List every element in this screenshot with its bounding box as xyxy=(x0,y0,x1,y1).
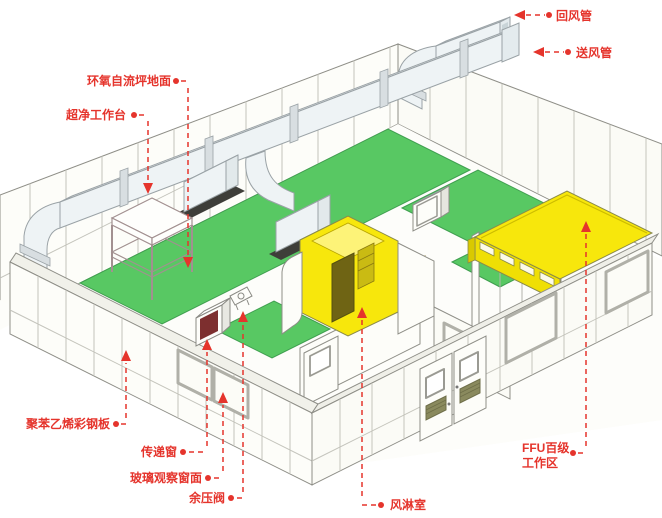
wall-pass-box xyxy=(412,185,450,232)
label-epoxy-floor-text: 环氧自流坪地面 xyxy=(87,73,171,88)
label-supply-duct-text: 送风管 xyxy=(575,45,612,60)
label-glass-window: 玻璃观察窗面 xyxy=(130,392,228,485)
observation-window-1 xyxy=(176,348,214,402)
front-window-far-right xyxy=(604,249,650,315)
label-ffu-area-line1: FFU百级 xyxy=(522,440,569,455)
air-shower-inner-door xyxy=(331,252,355,323)
air-shower-room xyxy=(281,215,435,337)
leader-dot xyxy=(546,12,552,18)
arrow-left-icon xyxy=(514,10,525,20)
front-window-large xyxy=(504,291,558,365)
leader-dot xyxy=(180,449,186,455)
label-pass-window-text: 传递窗 xyxy=(140,444,177,459)
label-air-shower-text: 风淋室 xyxy=(390,497,426,512)
door-louver-left xyxy=(425,395,447,421)
label-air-shower: 风淋室 xyxy=(357,307,426,512)
clean-bench xyxy=(110,197,194,300)
double-door xyxy=(419,335,487,442)
epoxy-floor-green-main xyxy=(78,128,472,325)
label-epoxy-floor: 环氧自流坪地面 xyxy=(87,73,193,268)
label-supply-duct: 送风管 xyxy=(533,45,612,60)
label-clean-bench: 超净工作台 xyxy=(65,107,153,194)
leader-dot xyxy=(378,502,384,508)
label-pressure-valve-text: 余压阀 xyxy=(188,490,225,505)
arrow-down-icon xyxy=(143,183,153,194)
label-pass-window: 传递窗 xyxy=(140,339,212,459)
label-ffu-area: FFU百级 工作区 xyxy=(522,221,591,470)
ffu-ceiling xyxy=(473,190,654,280)
duct-branch-and-diffusers xyxy=(177,150,337,260)
arrow-up-icon xyxy=(581,221,591,232)
front-right-wall xyxy=(310,232,660,486)
label-glass-window-text: 玻璃观察窗面 xyxy=(130,470,202,485)
observation-window-2 xyxy=(212,366,250,420)
leader-dot xyxy=(570,450,576,456)
door-louver-right xyxy=(459,378,481,404)
interior-partition-door-wall xyxy=(299,287,421,407)
front-left-wall xyxy=(9,252,319,486)
door-leaf-right xyxy=(453,335,487,425)
leader-dot xyxy=(565,49,571,55)
leader-dot xyxy=(205,475,211,481)
arrow-up-icon xyxy=(121,350,131,361)
label-clean-bench-text: 超净工作台 xyxy=(65,107,126,122)
arrow-down-icon xyxy=(183,257,193,268)
interior-door-window xyxy=(309,345,331,377)
leader-dot xyxy=(131,112,137,118)
leader-dot xyxy=(173,78,179,84)
label-ffu-area-line2: 工作区 xyxy=(522,455,558,470)
label-return-duct-text: 回风管 xyxy=(556,8,592,23)
hepa-diffuser-left xyxy=(177,154,245,219)
pressure-relief-valve xyxy=(229,286,253,311)
door-window-left xyxy=(425,368,445,399)
supply-air-duct xyxy=(19,22,520,310)
arrow-up-icon xyxy=(202,339,212,350)
arrow-up-icon xyxy=(238,311,248,322)
pass-window-box xyxy=(195,296,231,347)
door-window-right xyxy=(459,351,479,382)
label-steel-panel-text: 聚苯乙烯彩钢板 xyxy=(25,416,111,431)
annotations: 回风管 送风管 环氧自流坪地面 超净工作台 聚苯乙烯彩钢板 xyxy=(25,8,612,512)
door-leaf-left xyxy=(419,352,453,442)
arrow-up-icon xyxy=(357,307,367,318)
leader-dot xyxy=(113,421,119,427)
label-pressure-valve: 余压阀 xyxy=(188,311,248,505)
arrow-up-icon xyxy=(218,392,228,403)
label-steel-panel: 聚苯乙烯彩钢板 xyxy=(25,350,131,431)
label-return-duct: 回风管 xyxy=(514,8,592,23)
arrow-left-icon xyxy=(533,47,544,57)
leader-dot xyxy=(228,495,234,501)
